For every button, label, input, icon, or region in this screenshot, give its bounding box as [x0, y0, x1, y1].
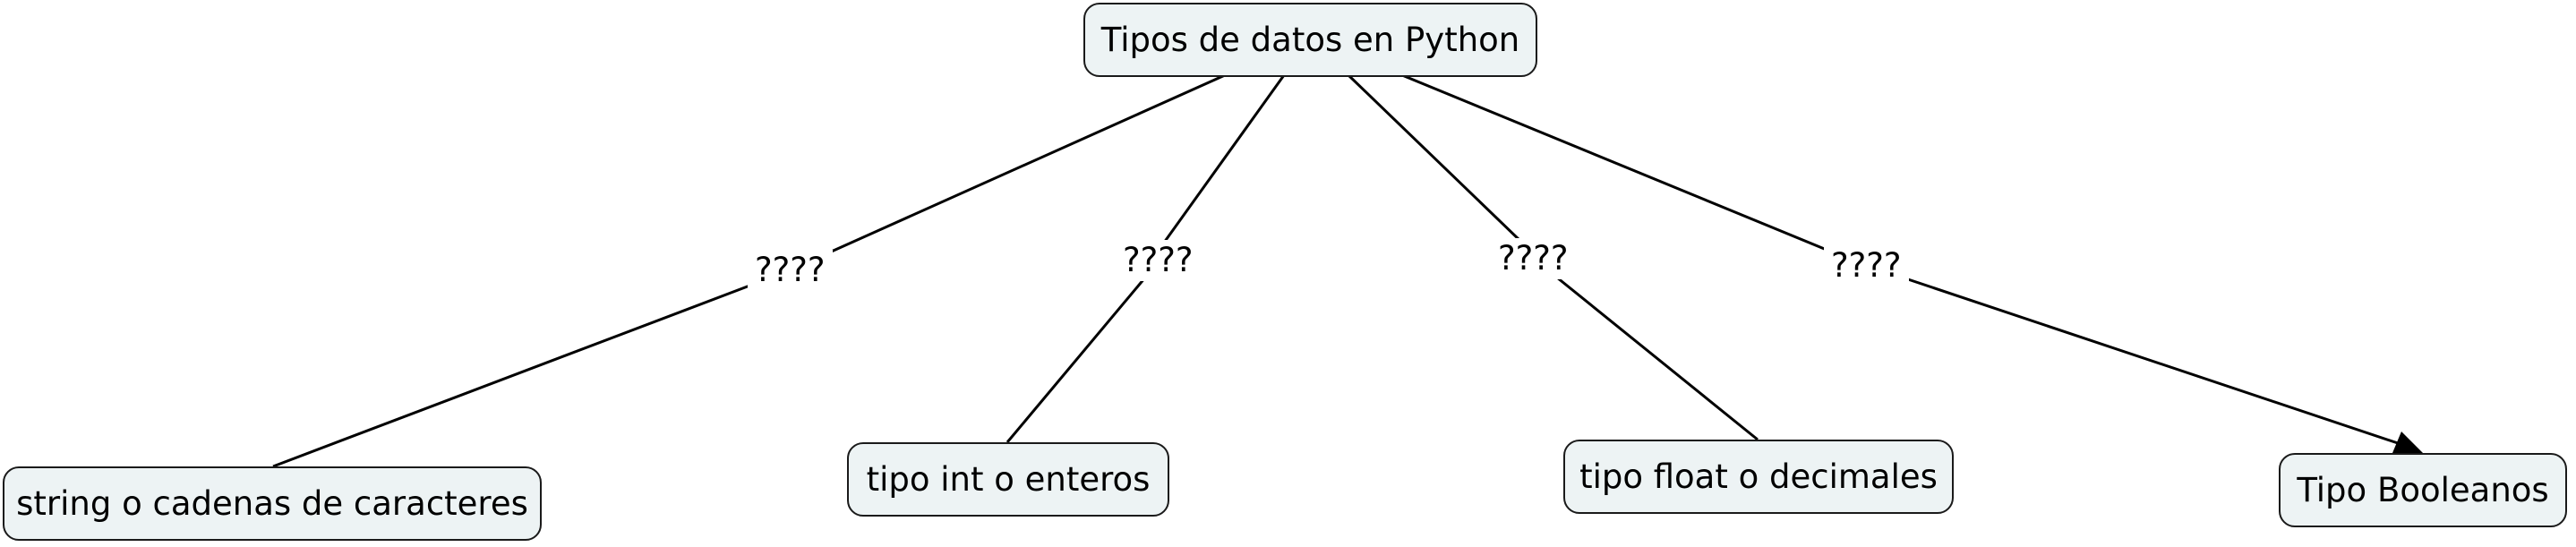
link-label-int: ????	[1116, 240, 1201, 281]
node-string-label: string o cadenas de caracteres	[16, 484, 528, 523]
connector-float-lower	[1552, 272, 1759, 441]
root-node[interactable]: Tipos de datos en Python	[1083, 3, 1537, 77]
node-float[interactable]: tipo float o decimales	[1563, 440, 1954, 514]
root-node-label: Tipos de datos en Python	[1100, 21, 1520, 59]
connector-string-upper	[826, 73, 1226, 255]
node-float-label: tipo float o decimales	[1579, 457, 1938, 496]
link-label-float: ????	[1491, 238, 1576, 279]
link-label-bool: ????	[1824, 245, 1909, 286]
node-bool-label: Tipo Booleanos	[2297, 471, 2549, 509]
connector-int-upper	[1162, 74, 1286, 244]
connector-bool-lower	[1904, 277, 2404, 447]
connector-string-lower	[272, 283, 753, 468]
node-int-label: tipo int o enteros	[866, 460, 1151, 499]
connector-int-lower	[1006, 277, 1147, 443]
connector-float-upper	[1347, 73, 1523, 244]
node-bool[interactable]: Tipo Booleanos	[2279, 453, 2567, 527]
link-label-string: ????	[748, 250, 833, 291]
node-string[interactable]: string o cadenas de caracteres	[3, 466, 542, 541]
arrowhead-icon	[2392, 432, 2423, 453]
connector-bool-upper	[1401, 73, 1827, 252]
node-int[interactable]: tipo int o enteros	[847, 442, 1169, 517]
